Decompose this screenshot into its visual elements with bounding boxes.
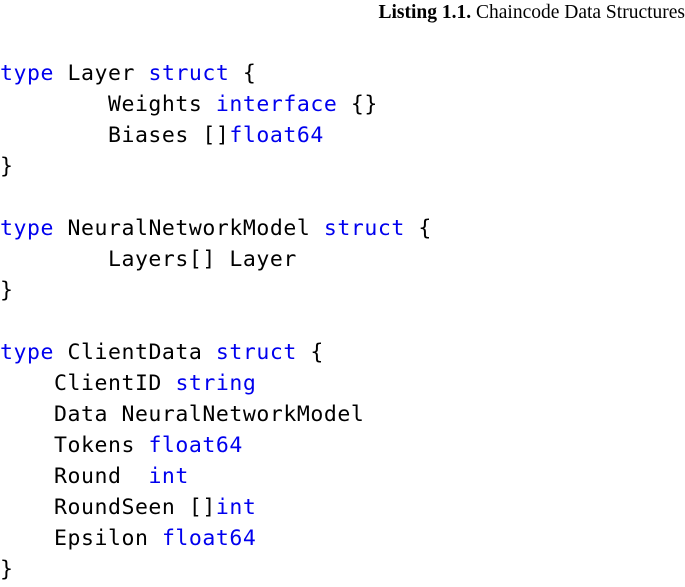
code-text: {} [337,91,378,117]
code-line: type NeuralNetworkModel struct { [0,213,685,244]
code-text: Layers[] Layer [0,246,297,272]
code-text: } [0,556,14,582]
listing-caption-label: Listing 1.1. [378,2,472,23]
code-listing: type Layer struct { Weights interface {}… [0,58,685,585]
code-keyword: float64 [148,432,243,458]
listing-caption: Listing 1.1. Chaincode Data Structures [0,2,685,24]
code-text: ClientData [53,339,216,365]
code-line: } [0,554,685,585]
code-keyword: string [175,370,257,396]
code-keyword: type [0,215,54,241]
code-line: Tokens float64 [0,430,685,461]
code-line: Weights interface {} [0,89,685,120]
code-line: type Layer struct { [0,58,685,89]
code-text: NeuralNetworkModel [53,215,324,241]
code-text: { [229,60,257,86]
code-keyword: struct [323,215,405,241]
code-line: Biases []float64 [0,120,685,151]
code-text: { [296,339,324,365]
code-text: Biases [] [0,122,230,148]
code-blank-line [0,182,685,213]
code-text: Round [0,463,149,489]
code-line: ClientID string [0,368,685,399]
code-line: Round int [0,461,685,492]
code-line: Data NeuralNetworkModel [0,399,685,430]
code-line: type ClientData struct { [0,337,685,368]
code-keyword: type [0,339,54,365]
code-text: Tokens [0,432,149,458]
code-keyword: struct [215,339,297,365]
code-line: RoundSeen []int [0,492,685,523]
code-keyword: struct [148,60,230,86]
code-keyword: interface [215,91,338,117]
code-text: ClientID [0,370,176,396]
code-keyword: type [0,60,54,86]
code-text: Layer [53,60,149,86]
code-text: { [404,215,432,241]
code-text: RoundSeen [] [0,494,216,520]
code-keyword: int [148,463,189,489]
code-line: Epsilon float64 [0,523,685,554]
code-keyword: int [215,494,257,520]
code-text: } [0,277,14,303]
code-keyword: float64 [229,122,324,148]
code-line: } [0,275,685,306]
code-text: Epsilon [0,525,162,551]
code-text: Weights [0,91,216,117]
listing-caption-text: Chaincode Data Structures [471,2,685,23]
code-line: } [0,151,685,182]
code-text: Data NeuralNetworkModel [0,401,365,427]
code-blank-line [0,306,685,337]
code-line: Layers[] Layer [0,244,685,275]
code-keyword: float64 [161,525,257,551]
code-text: } [0,153,14,179]
